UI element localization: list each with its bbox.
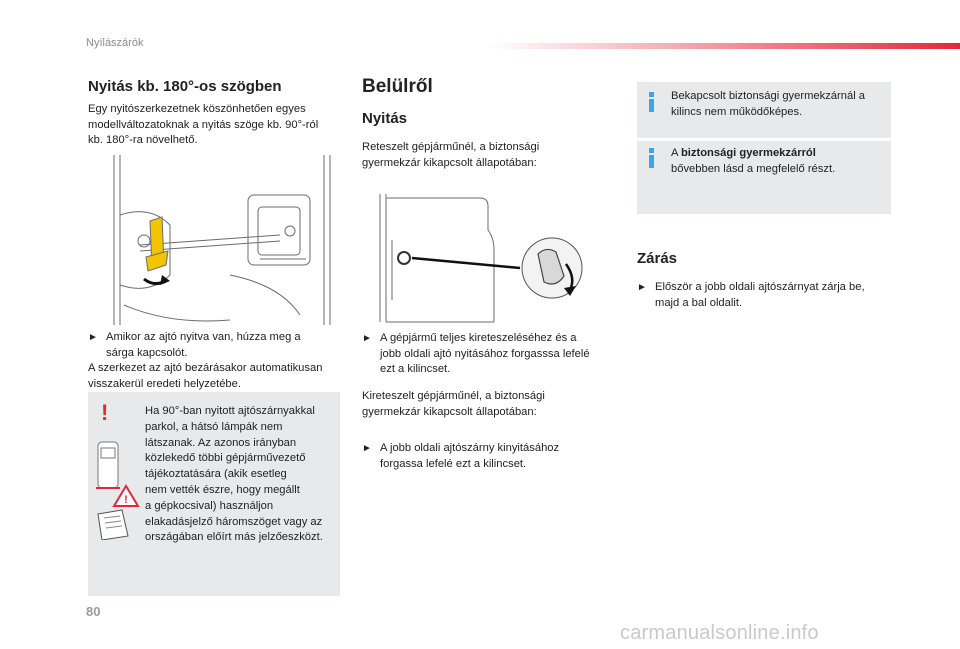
bullet-arrow-icon: ►: [88, 332, 98, 343]
warning-line: közlekedő többi gépjárművezető: [145, 452, 306, 465]
interior-handle-illustration: [370, 190, 602, 326]
col1-bullet: ► Amikor az ajtó nyitva van, húzza meg a…: [88, 330, 358, 361]
warning-line: országában előírt más jelzőeszközt.: [145, 531, 323, 544]
bullet-arrow-icon: ►: [362, 443, 372, 454]
info2-prefix: A: [671, 147, 681, 159]
col3-instructions: ► Először a jobb oldali ajtószárnyat zár…: [637, 280, 907, 311]
col1-intro-line: Egy nyitószerkezetnek köszönhetően egyes: [88, 103, 306, 115]
col1-after-line: A szerkezet az ajtó bezárásakor automati…: [88, 362, 323, 374]
col2-instructions: ► A gépjármű teljes kireteszeléséhez és …: [362, 331, 632, 378]
info-icon: [649, 148, 655, 168]
warning-exclamation-icon: !: [101, 400, 109, 425]
col1-bullet-line: sárga kapcsolót.: [106, 346, 188, 359]
info2-bold: biztonsági gyermekzárról: [680, 147, 816, 159]
col2-mid: Kireteszelt gépjárműnél, a biztonsági gy…: [362, 389, 632, 420]
info2-line-2: bővebben lásd a megfelelő részt.: [671, 162, 836, 175]
col2-bullet-2-wrap: ► A jobb oldali ajtószárny kinyitásához …: [362, 441, 632, 472]
col2-bullet-line: A jobb oldali ajtószárny kinyitásához: [380, 442, 560, 454]
col1-intro-line: modellváltozatoknak a nyitás szöge kb. 9…: [88, 118, 319, 131]
col2-bullet-2: ► A jobb oldali ajtószárny kinyitásához …: [362, 441, 632, 472]
col1-bullet-line: Amikor az ajtó nyitva van, húzza meg a: [106, 331, 301, 343]
warning-line: elakadásjelző háromszöget vagy az: [145, 515, 323, 528]
info-divider: [637, 138, 891, 141]
col1-intro-line: kb. 180°-ra növelhető.: [88, 134, 198, 146]
heading-opening: Nyitás: [362, 110, 408, 127]
col1-after-line: visszakerül eredeti helyzetébe.: [88, 377, 241, 390]
section-title: Nyílászárók: [86, 37, 144, 49]
info1-line: Bekapcsolt biztonsági gyermekzárnál a: [671, 90, 866, 102]
heading-inside: Belülről: [362, 76, 433, 97]
info2-line-1: A biztonsági gyermekzárról: [671, 146, 886, 162]
col2-intro-line: Reteszelt gépjárműnél, a biztonsági: [362, 141, 540, 153]
col3-bullet-line: majd a bal oldalit.: [655, 296, 743, 309]
info-icon: [649, 92, 655, 112]
col2-bullet-line: A gépjármű teljes kireteszeléséhez és a: [380, 332, 577, 344]
bullet-arrow-icon: ►: [362, 333, 372, 344]
info1-line: kilincs nem működőképes.: [671, 105, 803, 118]
header-accent-bar: [490, 43, 960, 49]
warning-line: a gépkocsival) használjon: [145, 499, 274, 512]
warning-box: ! ! Ha 90°-ban nyitott ajtószárnyakkal p…: [88, 392, 340, 596]
col2-bullet-line: forgassa lefelé ezt a kilincset.: [380, 457, 527, 470]
door-check-illustration: [110, 155, 332, 325]
watermark: carmanualsonline.info: [620, 622, 819, 644]
vehicle-warning-triangle-icon: !: [96, 441, 140, 540]
warning-text: Ha 90°-ban nyitott ajtószárnyakkal parko…: [145, 404, 337, 546]
heading-180-opening: Nyitás kb. 180°-os szögben: [88, 78, 282, 95]
col1-intro: Egy nyitószerkezetnek köszönhetően egyes…: [88, 102, 348, 149]
info-panel: Bekapcsolt biztonsági gyermekzárnál a ki…: [637, 82, 891, 214]
col2-mid-line: Kireteszelt gépjárműnél, a biztonsági: [362, 390, 545, 402]
warning-line: parkol, a hátsó lámpák nem: [145, 420, 283, 433]
col2-bullet-line: ezt a kilincset.: [380, 363, 451, 375]
heading-closing: Zárás: [637, 250, 678, 267]
col2-bullet-line: jobb oldali ajtó nyitásához forgasssa le…: [380, 347, 590, 360]
col2-bullet-1: ► A gépjármű teljes kireteszeléséhez és …: [362, 331, 632, 378]
warning-line: nem vették észre, hogy megállt: [145, 483, 300, 496]
col3-bullet: ► Először a jobb oldali ajtószárnyat zár…: [637, 280, 907, 311]
door-handle-knob: [397, 251, 411, 265]
bullet-arrow-icon: ►: [637, 282, 647, 293]
col3-bullet-line: Először a jobb oldali ajtószárnyat zárja…: [655, 281, 865, 293]
info1-text: Bekapcsolt biztonsági gyermekzárnál a ki…: [671, 89, 886, 120]
col2-intro-line: gyermekzár kikapcsolt állapotában:: [362, 156, 537, 169]
warning-line: tájékoztatására (akik esetleg: [145, 468, 287, 481]
warning-line: látszanak. Az azonos irányban: [145, 436, 297, 449]
svg-text:!: !: [124, 494, 128, 506]
page-number: 80: [86, 604, 101, 619]
col2-intro: Reteszelt gépjárműnél, a biztonsági gyer…: [362, 140, 622, 171]
warning-line: Ha 90°-ban nyitott ajtószárnyakkal: [145, 405, 315, 417]
col2-mid-line: gyermekzár kikapcsolt állapotában:: [362, 405, 537, 418]
col1-instructions: ► Amikor az ajtó nyitva van, húzza meg a…: [88, 330, 358, 392]
info2-text: A biztonsági gyermekzárról bővebben lásd…: [671, 146, 886, 177]
